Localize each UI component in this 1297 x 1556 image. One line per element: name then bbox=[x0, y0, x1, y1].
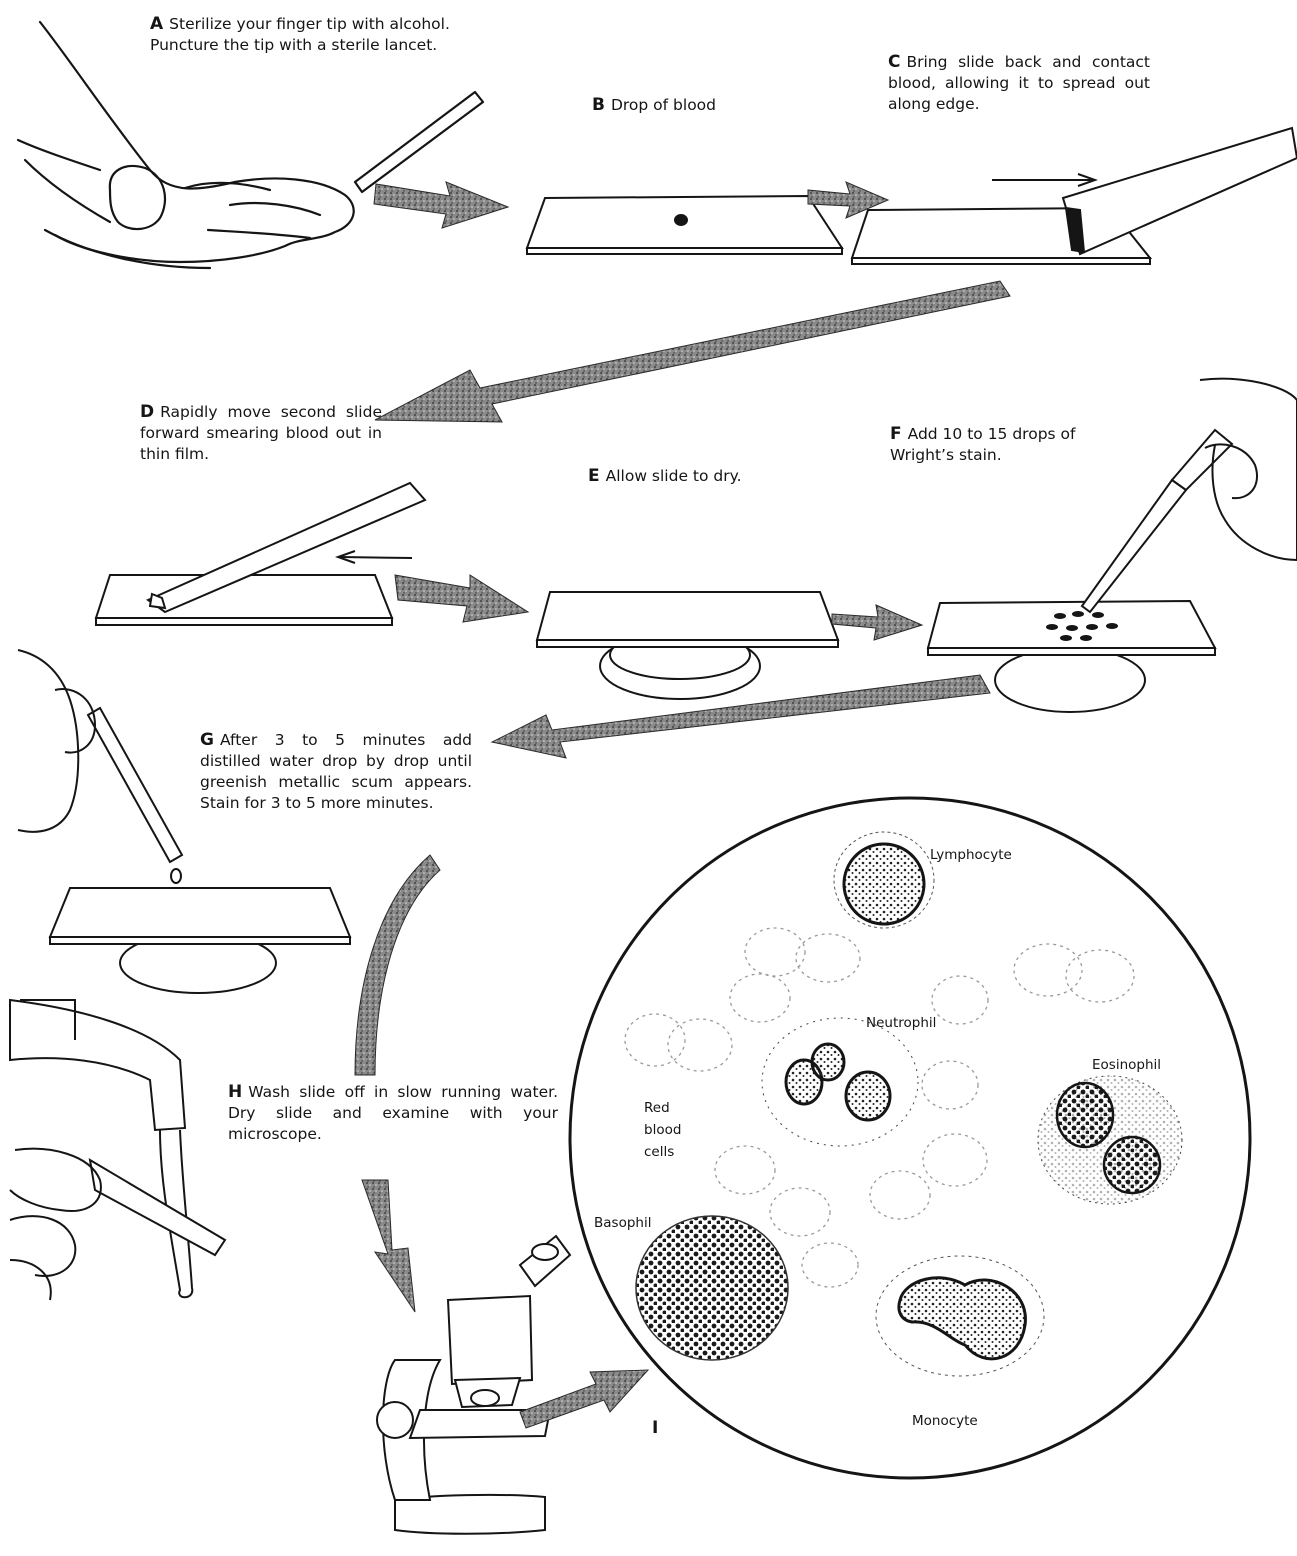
arrow-h-to-microscope bbox=[362, 1180, 415, 1312]
step-d-text: Rapidly move second slide forward smeari… bbox=[140, 403, 382, 463]
arrow-a-to-b bbox=[374, 182, 508, 228]
arrow-microscope-to-view bbox=[520, 1370, 648, 1428]
slide-contact-blood-illustration bbox=[852, 128, 1297, 264]
faucet-rinse-illustration bbox=[10, 1000, 225, 1300]
label-red-blood-cells-line2: blood bbox=[644, 1119, 681, 1141]
step-f-letter: F bbox=[890, 424, 902, 444]
step-h-text: Wash slide off in slow running water. Dr… bbox=[228, 1083, 558, 1143]
arrow-d-to-e bbox=[395, 575, 528, 622]
step-a-text: Sterilize your finger tip with alcohol. … bbox=[150, 15, 450, 54]
step-e-letter: E bbox=[588, 466, 600, 486]
step-c-text: Bring slide back and contact blood, allo… bbox=[888, 53, 1150, 113]
label-basophil: Basophil bbox=[594, 1214, 651, 1232]
step-f-text: Add 10 to 15 drops of Wright’s stain. bbox=[890, 425, 1075, 464]
step-g-letter: G bbox=[200, 730, 214, 750]
step-b-text: Drop of blood bbox=[611, 96, 716, 114]
step-b-caption: B Drop of blood bbox=[592, 95, 812, 116]
label-eosinophil: Eosinophil bbox=[1092, 1056, 1161, 1074]
label-red-blood-cells-line3: cells bbox=[644, 1141, 681, 1163]
step-b-letter: B bbox=[592, 95, 605, 115]
step-i-caption: I bbox=[652, 1418, 692, 1439]
step-i-letter: I bbox=[652, 1418, 658, 1438]
arrow-g-to-h bbox=[355, 855, 440, 1075]
step-d-letter: D bbox=[140, 402, 154, 422]
step-e-caption: E Allow slide to dry. bbox=[588, 466, 808, 487]
smearing-slide-illustration bbox=[96, 483, 425, 625]
step-g-text: After 3 to 5 minutes add distilled water… bbox=[200, 731, 472, 812]
step-e-text: Allow slide to dry. bbox=[606, 467, 742, 485]
water-pipette-illustration bbox=[18, 650, 350, 993]
drying-slide-illustration bbox=[537, 592, 838, 699]
arrow-c-to-d bbox=[375, 281, 1010, 422]
arrow-e-to-f bbox=[832, 605, 922, 640]
slide-with-blood-drop bbox=[527, 196, 842, 254]
hand-with-lancet-illustration bbox=[18, 22, 483, 268]
label-neutrophil: Neutrophil bbox=[866, 1014, 936, 1032]
step-c-letter: C bbox=[888, 52, 900, 72]
label-lymphocyte: Lymphocyte bbox=[930, 846, 1012, 864]
label-red-blood-cells-line1: Red bbox=[644, 1097, 681, 1119]
eosinophil-cell bbox=[1038, 1076, 1182, 1204]
step-h-letter: H bbox=[228, 1082, 242, 1102]
step-a-letter: A bbox=[150, 14, 163, 34]
label-red-blood-cells: Red blood cells bbox=[644, 1097, 681, 1163]
basophil-cell bbox=[636, 1216, 788, 1360]
label-monocyte: Monocyte bbox=[912, 1412, 978, 1430]
